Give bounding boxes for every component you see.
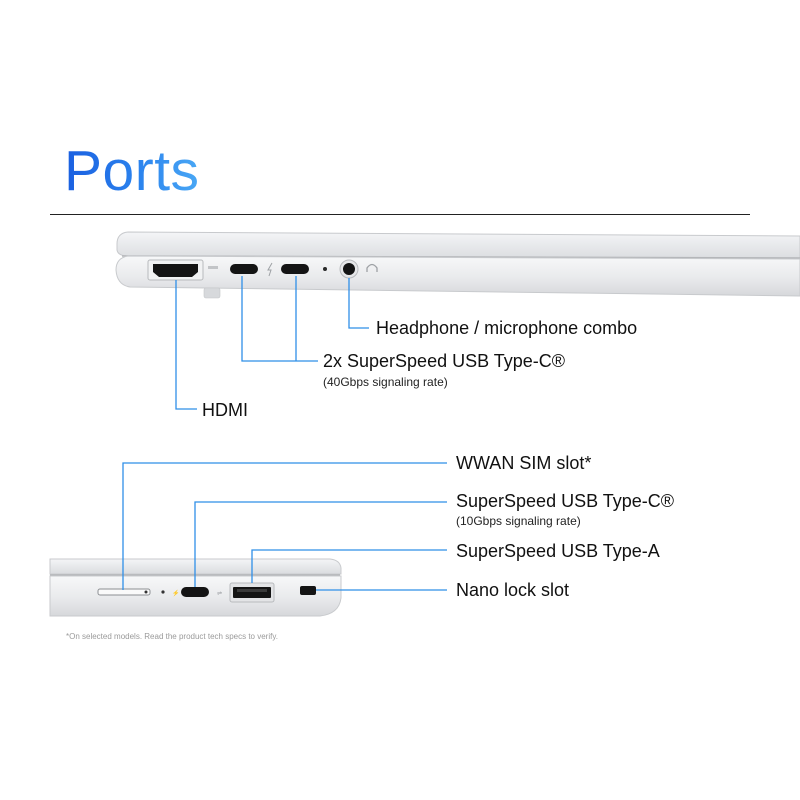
usb-a-port (229, 582, 275, 603)
callout-hdmi-label: HDMI (202, 400, 248, 420)
callout-usba-label: SuperSpeed USB Type-A (456, 541, 660, 561)
sim-card-slot (97, 588, 151, 596)
headset-icon (366, 263, 378, 272)
hdmi-logo-mark (208, 266, 218, 269)
status-led (323, 267, 327, 271)
callout-wwan-label: WWAN SIM slot* (456, 453, 592, 473)
footnote: *On selected models. Read the product te… (66, 632, 278, 641)
laptop-left-side-view (115, 231, 800, 299)
usb-c-port-2 (281, 264, 309, 274)
callout-lines-right (122, 462, 447, 591)
callout-usbc-40-label: 2x SuperSpeed USB Type-C® (323, 351, 566, 371)
usb-c-port (181, 587, 209, 597)
callout-nano-lock-label: Nano lock slot (456, 580, 570, 600)
page-title: Ports (64, 139, 200, 203)
callout-headphone-label: Headphone / microphone combo (376, 318, 638, 338)
callout-usbc-10-label: SuperSpeed USB Type-C® (456, 491, 675, 511)
callout-lines-left (175, 276, 369, 410)
status-led (161, 590, 165, 594)
nano-lock-slot (300, 586, 316, 595)
usb-symbol-icon: ⇌ (217, 590, 222, 597)
hdmi-port (147, 259, 204, 281)
title-divider (50, 214, 750, 215)
thunderbolt-icon (267, 262, 273, 277)
usb-power-delivery-icon: ⚡ (172, 589, 179, 597)
audio-jack (339, 259, 359, 279)
callout-usbc-10-sub: (10Gbps signaling rate) (456, 514, 581, 528)
usb-c-port-1 (230, 264, 258, 274)
callout-usbc-40-sub: (40Gbps signaling rate) (323, 375, 448, 389)
